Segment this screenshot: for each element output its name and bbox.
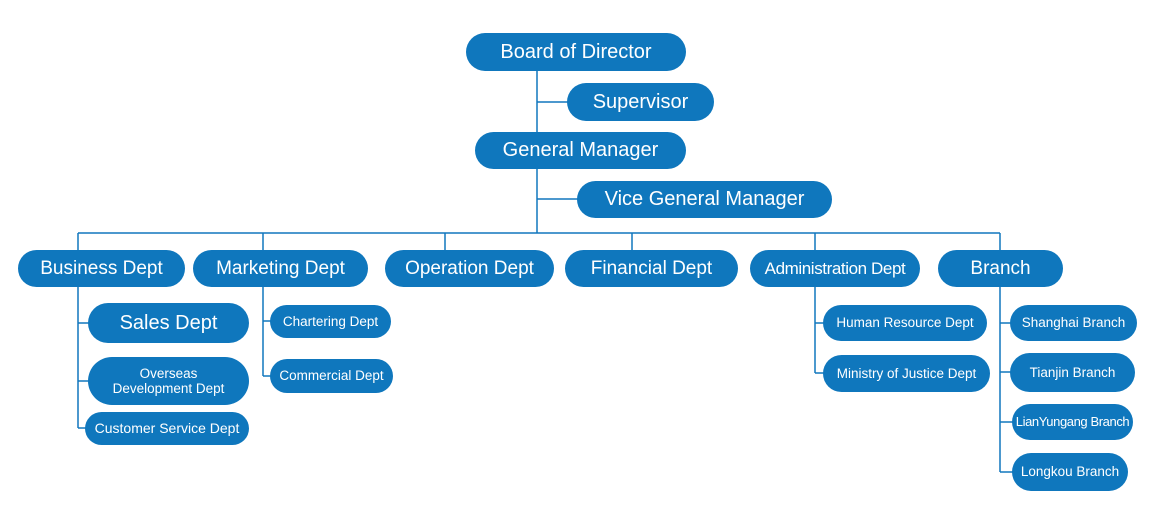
org-node-overseas-development-dept: Overseas Development Dept — [88, 357, 249, 405]
org-node-tianjin-branch: Tianjin Branch — [1010, 353, 1135, 392]
org-node-chartering-dept: Chartering Dept — [270, 305, 391, 338]
org-node-longkou-branch: Longkou Branch — [1012, 453, 1128, 491]
org-node-vice-general-manager: Vice General Manager — [577, 181, 832, 218]
org-node-branch: Branch — [938, 250, 1063, 287]
org-node-marketing-dept: Marketing Dept — [193, 250, 368, 287]
org-node-operation-dept: Operation Dept — [385, 250, 554, 287]
org-node-sales-dept: Sales Dept — [88, 303, 249, 343]
org-node-board-of-director: Board of Director — [466, 33, 686, 71]
org-node-customer-service-dept: Customer Service Dept — [85, 412, 249, 445]
org-node-business-dept: Business Dept — [18, 250, 185, 287]
org-node-commercial-dept: Commercial Dept — [270, 359, 393, 393]
org-node-human-resource-dept: Human Resource Dept — [823, 305, 987, 341]
org-node-shanghai-branch: Shanghai Branch — [1010, 305, 1137, 341]
org-node-lianyungang-branch: LianYungang Branch — [1012, 404, 1133, 440]
org-node-supervisor: Supervisor — [567, 83, 714, 121]
org-node-financial-dept: Financial Dept — [565, 250, 738, 287]
org-node-general-manager: General Manager — [475, 132, 686, 169]
org-node-ministry-of-justice-dept: Ministry of Justice Dept — [823, 355, 990, 392]
org-node-administration-dept: Administration Dept — [750, 250, 920, 287]
